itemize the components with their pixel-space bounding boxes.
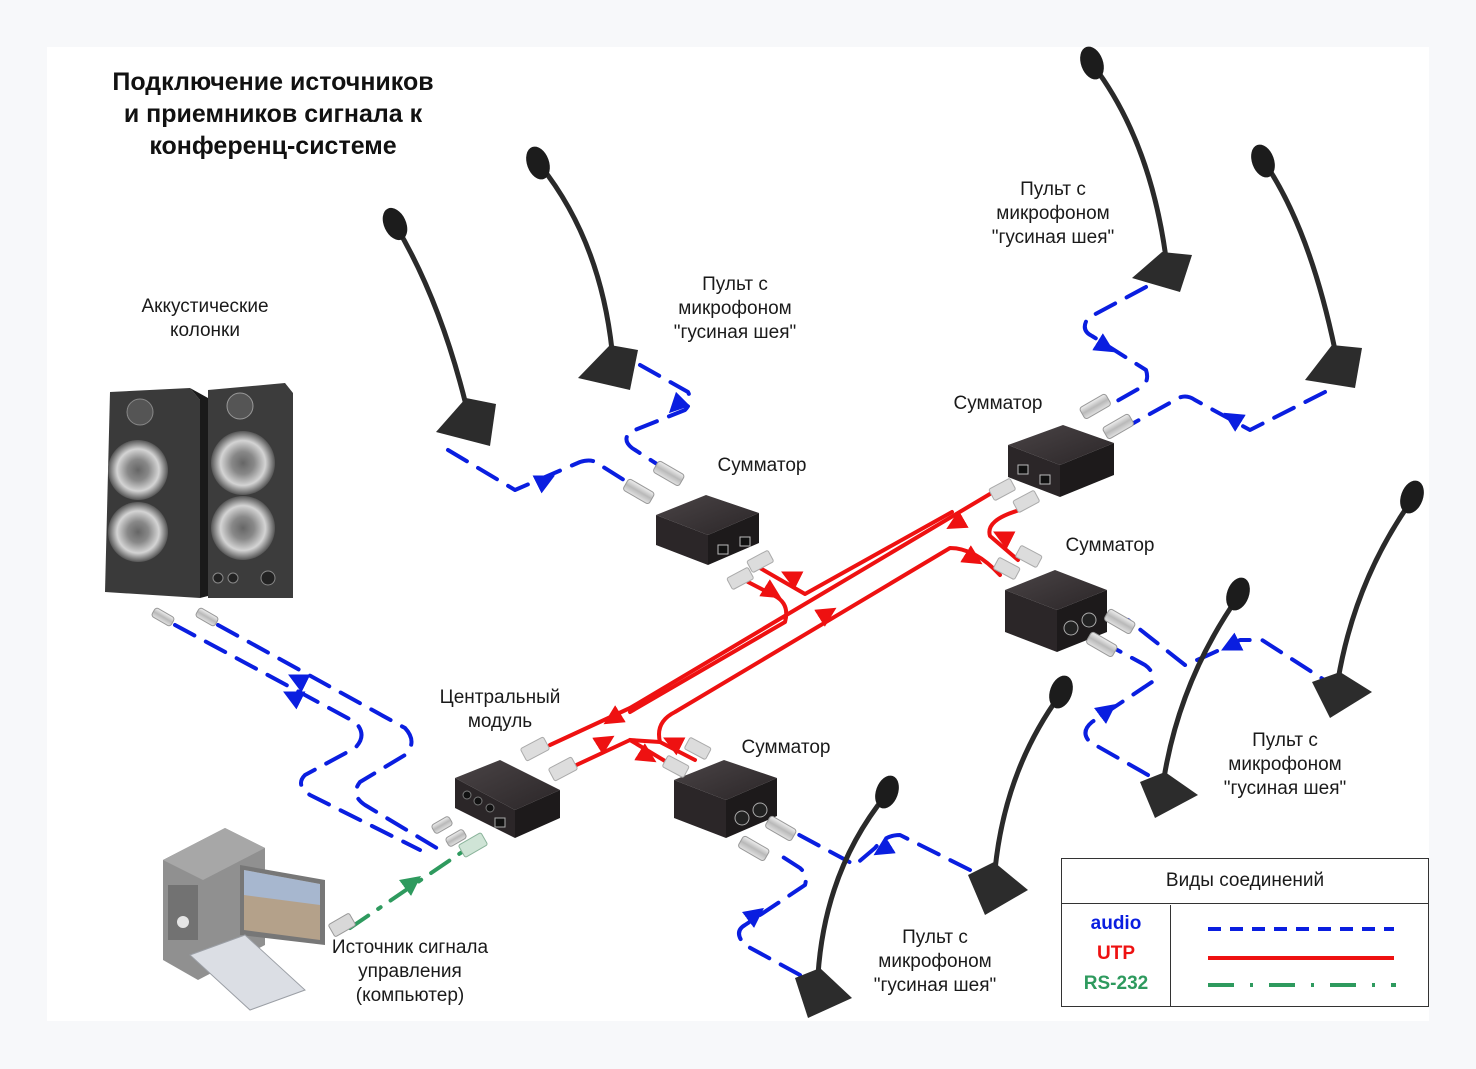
gooseneck-mic-icon <box>382 207 496 446</box>
central-module-label: Центральный модуль <box>439 687 561 732</box>
mic-console-label: Пульт с микрофоном "гусиная шея" <box>673 274 797 343</box>
utp-arrow <box>634 743 657 763</box>
utp-arrow <box>946 510 969 529</box>
summator-label: Сумматор <box>953 393 1043 414</box>
audio-cable-mic2 <box>624 363 692 468</box>
rs232-cable <box>348 848 467 930</box>
central-module-device <box>431 736 578 858</box>
utp-arrow <box>759 579 782 599</box>
gooseneck-mic-icon <box>1312 480 1424 718</box>
legend-title: Виды соединений <box>1062 859 1428 904</box>
audio-arrows <box>283 333 1246 928</box>
utp-arrow <box>781 571 804 590</box>
utp-arrow <box>993 531 1016 550</box>
woofer-icon <box>108 502 168 562</box>
audio-cable-mic1 <box>446 448 642 492</box>
legend-divider <box>1170 905 1171 1006</box>
gooseneck-mics <box>382 46 1424 1018</box>
utp-arrow <box>592 735 615 755</box>
gooseneck-mic-icon <box>526 146 638 390</box>
utp-arrow <box>663 737 686 756</box>
rj45-plug-icon <box>328 913 356 937</box>
audio-arrow <box>1223 412 1246 432</box>
legend-swatches <box>1208 927 1396 987</box>
audio-arrow <box>668 391 691 414</box>
connection-legend: Виды соединений audio UTP RS-232 <box>1061 858 1429 1007</box>
audio-cable-speaker-left <box>173 623 422 852</box>
gooseneck-mic-icon <box>968 675 1073 915</box>
tweeter-icon <box>226 392 254 420</box>
tweeter-icon <box>126 398 154 426</box>
utp-cable-central-to-sum2 <box>548 486 1002 747</box>
audio-arrow <box>288 674 311 693</box>
utp-arrow <box>603 705 626 725</box>
utp-arrow <box>814 607 837 627</box>
summator-label: Сумматор <box>741 737 831 758</box>
gooseneck-mic-icon <box>1251 144 1362 388</box>
woofer-icon <box>211 496 275 560</box>
audio-arrow <box>1221 632 1244 651</box>
rca-plug-icon <box>151 607 175 627</box>
gooseneck-mic-icon <box>795 775 899 1018</box>
utp-arrow <box>960 545 983 565</box>
speakers-label: Аккустические колонки <box>141 296 269 341</box>
control-source-label: Источник сигнала управления (компьютер) <box>331 937 489 1006</box>
audio-cable-mic6 <box>1083 644 1155 777</box>
speakers-image <box>105 383 293 627</box>
utp-cable-sum1-branch <box>758 510 954 596</box>
summator-device <box>993 545 1136 657</box>
legend-body: audio UTP RS-232 <box>1062 905 1428 1006</box>
utp-cable-sum3-branch <box>987 508 1022 562</box>
mic-console-label: Пульт с микрофоном "гусиная шея" <box>991 179 1115 248</box>
audio-arrow <box>1092 333 1115 353</box>
summator-device <box>623 460 774 590</box>
utp-cables <box>548 486 1022 772</box>
summator-device <box>662 737 797 861</box>
diagram-title: Подключение источников и приемников сигн… <box>112 68 434 160</box>
speaker-right <box>208 383 293 598</box>
audio-cable-mic5 <box>1126 618 1342 692</box>
rca-plug-icon <box>195 607 219 627</box>
summator-device <box>988 393 1134 513</box>
legend-item-audio: audio <box>1090 913 1142 934</box>
mic-console-label: Пульт с микрофоном "гусиная шея" <box>873 927 997 996</box>
audio-cable-mic7 <box>788 828 972 872</box>
legend-item-rs232: RS-232 <box>1083 973 1149 994</box>
woofer-icon <box>108 440 168 500</box>
speaker-left <box>105 388 208 598</box>
audio-arrow <box>283 691 306 710</box>
audio-arrow <box>532 475 555 494</box>
summator-label: Сумматор <box>1065 535 1155 556</box>
audio-arrow <box>742 908 764 928</box>
rs232-arrow <box>399 876 421 896</box>
gooseneck-mic-icon <box>1140 577 1250 818</box>
audio-cable-mic4 <box>1128 390 1327 432</box>
utp-arrows <box>592 510 1016 763</box>
audio-cable-mic3 <box>1082 285 1150 407</box>
audio-arrow <box>873 836 896 856</box>
audio-cable-speaker-right <box>216 623 442 852</box>
mic-console-label: Пульт с микрофоном "гусиная шея" <box>1223 730 1347 799</box>
legend-item-utp: UTP <box>1097 943 1135 964</box>
woofer-icon <box>211 431 275 495</box>
summator-label: Сумматор <box>717 455 807 476</box>
audio-arrow <box>1094 704 1116 724</box>
computer-image <box>163 828 325 1011</box>
audio-cable-mic8 <box>737 850 808 977</box>
gooseneck-mic-icon <box>1080 46 1192 292</box>
